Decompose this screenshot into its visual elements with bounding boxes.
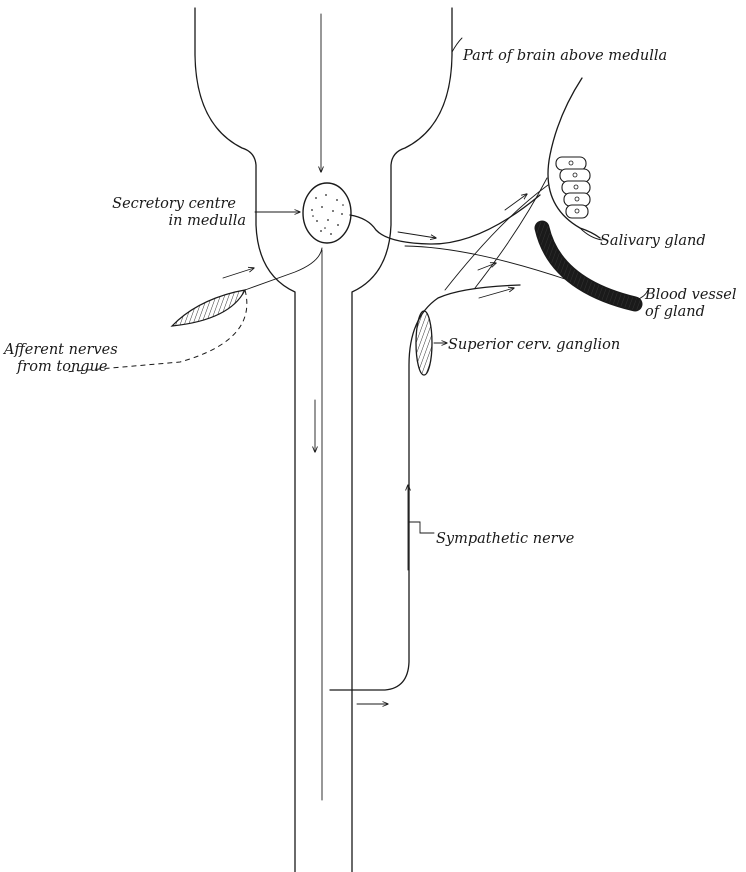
sympathetic-leader [409, 522, 434, 533]
label-blood-line1: Blood vessel [644, 287, 737, 303]
label-secretory-line2: in medulla [169, 213, 246, 229]
label-afferent-line1: Afferent nerves [2, 342, 118, 358]
brain-outline [195, 8, 295, 872]
label-salivary: Salivary gland [600, 233, 706, 249]
label-brain: Part of brain above medulla [462, 48, 667, 64]
label-afferent-line2: from tongue [16, 359, 107, 375]
label-secretory-line1: Secretory centre [112, 196, 236, 212]
label-blood-line2: of gland [645, 304, 705, 320]
label-ganglion: Superior cerv. ganglion [448, 337, 620, 353]
brain-leader [452, 38, 462, 52]
efferent-arrow [398, 232, 436, 238]
fibre-arrow-2 [478, 263, 496, 270]
label-sympathetic: Sympathetic nerve [436, 531, 574, 547]
salivary-gland-cells [556, 157, 590, 218]
tongue-shape [172, 290, 245, 326]
efferent-nerve [350, 195, 540, 244]
fibre-arrow-3 [479, 288, 514, 298]
afferent-nerve [245, 248, 322, 290]
brain-outline-right [352, 8, 452, 872]
superior-cervical-ganglion [416, 311, 432, 375]
secretory-centre [303, 183, 351, 243]
afferent-arrow [223, 268, 254, 278]
